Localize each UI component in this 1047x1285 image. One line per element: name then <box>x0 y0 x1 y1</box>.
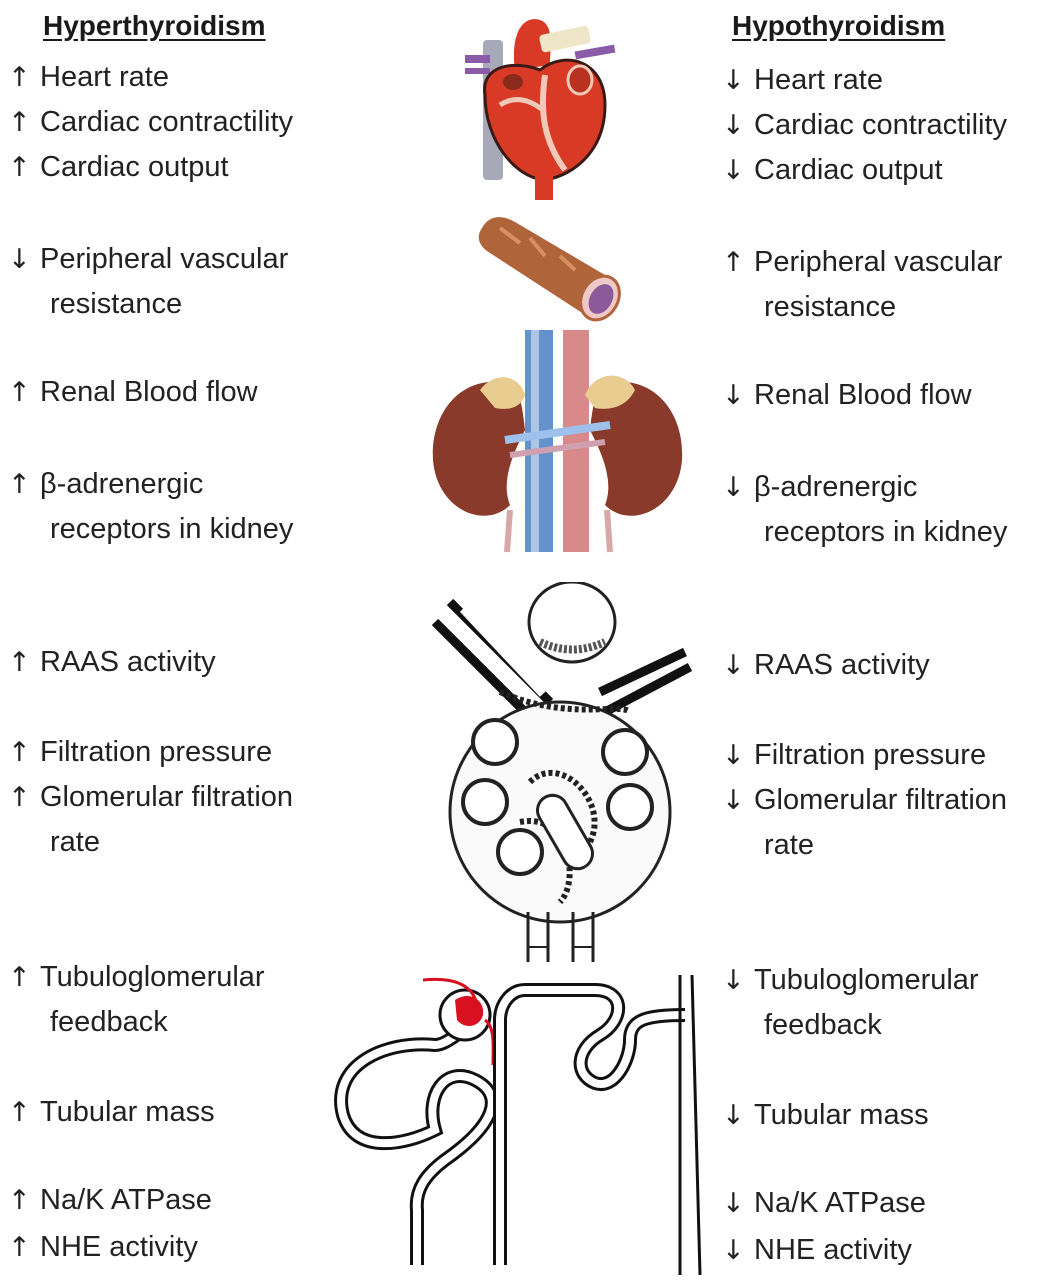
item-text: Renal Blood flow <box>754 379 972 411</box>
right-item: ↓ Glomerular filtration rate <box>722 778 1007 867</box>
left-item: ↑ RAAS activity <box>8 640 216 685</box>
item-text: Filtration pressure <box>754 739 987 771</box>
hyperthyroidism-title: Hyperthyroidism <box>43 10 266 41</box>
heart-illustration <box>465 19 616 200</box>
item-text: Filtration pressure <box>40 736 273 768</box>
arrow-up-icon: ↑ <box>8 1232 31 1263</box>
right-item: ↓ Na/K ATPase <box>722 1181 926 1226</box>
right-item: ↓ Heart rate <box>722 58 883 103</box>
arrow-up-icon: ↑ <box>8 469 31 500</box>
hypothyroidism-title: Hypothyroidism <box>732 10 946 41</box>
item-text: Peripheral vascular <box>754 246 1003 278</box>
left-item: ↑ Cardiac contractility <box>8 100 293 145</box>
item-text: rate <box>764 829 814 861</box>
item-text: RAAS activity <box>40 646 216 678</box>
left-item: ↑ Na/K ATPase <box>8 1178 212 1223</box>
right-item: ↓ β-adrenergic receptors in kidney <box>722 465 1007 554</box>
item-text: Renal Blood flow <box>40 376 258 408</box>
item-text: NHE activity <box>754 1234 912 1266</box>
item-text: Cardiac output <box>40 151 229 183</box>
left-item: ↑ Cardiac output <box>8 145 229 190</box>
arrow-down-icon: ↓ <box>8 244 31 275</box>
arrow-down-icon: ↓ <box>722 155 745 186</box>
item-text: Cardiac output <box>754 154 943 186</box>
arrow-up-icon: ↑ <box>8 107 31 138</box>
arrow-down-icon: ↓ <box>722 965 745 996</box>
item-text: Peripheral vascular <box>40 243 289 275</box>
item-text: feedback <box>50 1006 168 1038</box>
item-text: rate <box>50 826 100 858</box>
item-text: Tubuloglomerular <box>754 964 979 996</box>
item-text: NHE activity <box>40 1231 198 1263</box>
blood-vessel-illustration <box>478 217 621 322</box>
arrow-up-icon: ↑ <box>8 737 31 768</box>
item-text: receptors in kidney <box>50 513 294 545</box>
arrow-up-icon: ↑ <box>8 152 31 183</box>
left-item: ↑ Glomerular filtration rate <box>8 775 293 864</box>
item-text: β-adrenergic <box>754 471 918 503</box>
right-item: ↓ Renal Blood flow <box>722 373 972 418</box>
arrow-down-icon: ↓ <box>722 740 745 771</box>
item-text: Tubular mass <box>40 1096 215 1128</box>
item-text: Na/K ATPase <box>40 1184 212 1216</box>
kidneys-illustration <box>432 330 683 553</box>
left-item: ↓ Peripheral vascular resistance <box>8 237 288 326</box>
arrow-up-icon: ↑ <box>8 647 31 678</box>
right-item: ↓ Cardiac contractility <box>722 103 1007 148</box>
right-item: ↓ Tubular mass <box>722 1093 929 1138</box>
item-text: feedback <box>764 1009 882 1041</box>
arrow-down-icon: ↓ <box>722 110 745 141</box>
item-text: Heart rate <box>40 61 169 93</box>
arrow-down-icon: ↓ <box>722 785 745 816</box>
arrow-down-icon: ↓ <box>722 472 745 503</box>
item-text: Heart rate <box>754 64 883 96</box>
arrow-up-icon: ↑ <box>8 782 31 813</box>
arrow-down-icon: ↓ <box>722 650 745 681</box>
item-text: β-adrenergic <box>40 468 204 500</box>
left-item: ↑ Renal Blood flow <box>8 370 258 415</box>
item-text: resistance <box>764 291 897 323</box>
item-text: receptors in kidney <box>764 516 1008 548</box>
item-text: Na/K ATPase <box>754 1187 926 1219</box>
item-text: resistance <box>50 288 183 320</box>
arrow-up-icon: ↑ <box>8 62 31 93</box>
left-item: ↑ NHE activity <box>8 1225 198 1270</box>
item-text: Cardiac contractility <box>40 106 294 138</box>
left-item: ↑ Heart rate <box>8 55 169 100</box>
arrow-down-icon: ↓ <box>722 1235 745 1266</box>
left-item: ↑ Tubuloglomerular feedback <box>8 955 265 1044</box>
left-item: ↑ Filtration pressure <box>8 730 272 775</box>
item-text: Tubular mass <box>754 1099 929 1131</box>
arrow-down-icon: ↓ <box>722 1188 745 1219</box>
item-text: Tubuloglomerular <box>40 961 265 993</box>
right-item: ↓ Filtration pressure <box>722 733 986 778</box>
arrow-up-icon: ↑ <box>8 1097 31 1128</box>
arrow-up-icon: ↑ <box>8 377 31 408</box>
right-item: ↓ RAAS activity <box>722 643 930 688</box>
arrow-down-icon: ↓ <box>722 1100 745 1131</box>
item-text: Cardiac contractility <box>754 109 1008 141</box>
item-text: Glomerular filtration <box>40 781 294 813</box>
glomerulus-illustration <box>431 582 693 962</box>
nephron-tubule-illustration <box>334 974 702 1276</box>
arrow-down-icon: ↓ <box>722 380 745 411</box>
arrow-down-icon: ↓ <box>722 65 745 96</box>
arrow-up-icon: ↑ <box>8 1185 31 1216</box>
item-text: Glomerular filtration <box>754 784 1008 816</box>
right-item: ↓ Cardiac output <box>722 148 943 193</box>
arrow-up-icon: ↑ <box>8 962 31 993</box>
right-item: ↓ Tubuloglomerular feedback <box>722 958 979 1047</box>
left-item: ↑ β-adrenergic receptors in kidney <box>8 462 293 551</box>
right-item: ↓ NHE activity <box>722 1228 912 1273</box>
arrow-up-icon: ↑ <box>722 247 745 278</box>
left-item: ↑ Tubular mass <box>8 1090 215 1135</box>
item-text: RAAS activity <box>754 649 930 681</box>
right-item: ↑ Peripheral vascular resistance <box>722 240 1002 329</box>
